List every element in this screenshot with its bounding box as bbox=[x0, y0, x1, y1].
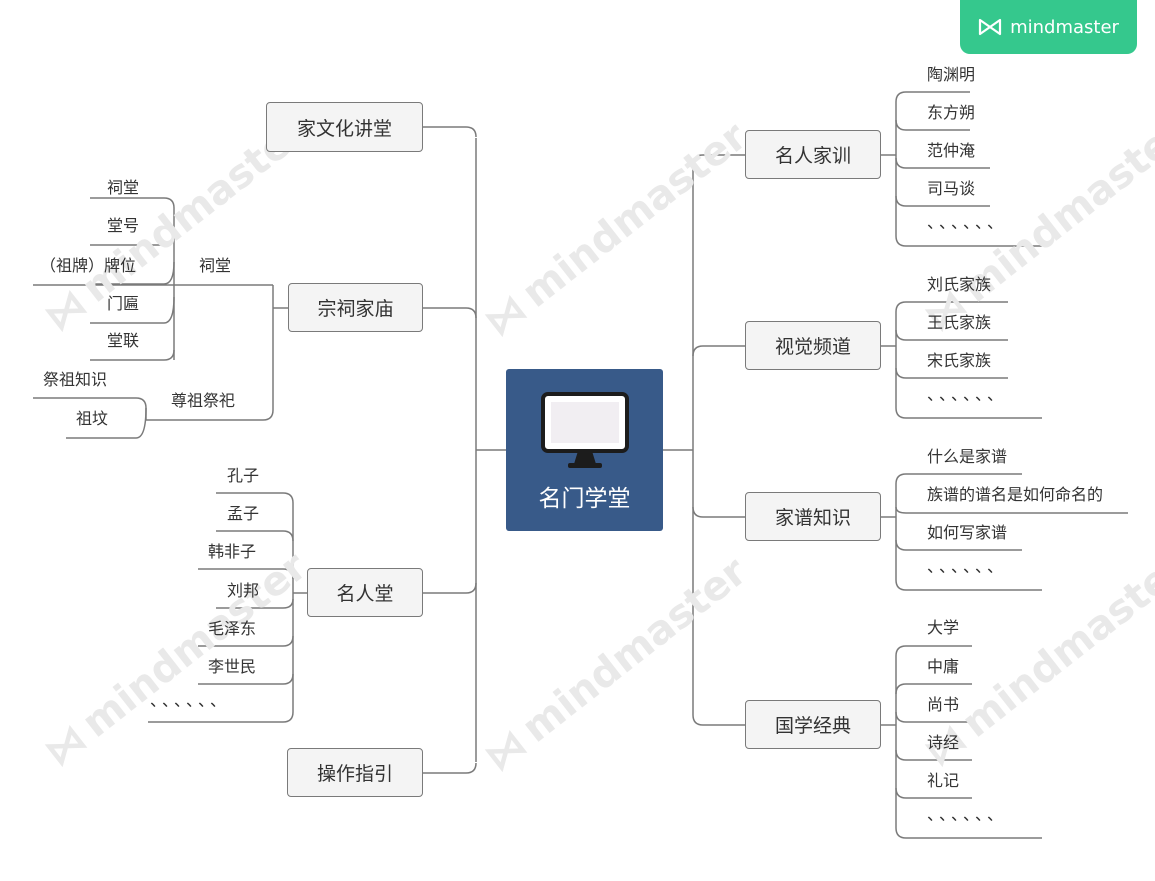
leaf-item[interactable]: 礼记 bbox=[927, 771, 960, 790]
leaf-item[interactable]: 、、、、、、 bbox=[150, 691, 231, 710]
leaf-item[interactable]: 孟子 bbox=[227, 504, 260, 523]
leaf-item[interactable]: 祠堂 bbox=[107, 178, 140, 197]
leaf-item[interactable]: 、、、、、、 bbox=[927, 385, 1008, 404]
leaf-item[interactable]: 刘氏家族 bbox=[927, 275, 992, 294]
leaf-item[interactable]: 中庸 bbox=[927, 657, 960, 676]
topic-hall-of-fame[interactable]: 名人堂 bbox=[307, 568, 423, 617]
central-topic[interactable]: 名门学堂 bbox=[506, 369, 663, 531]
leaf-item[interactable]: 、、、、、、 bbox=[927, 805, 1008, 824]
leaf-item[interactable]: 东方朔 bbox=[927, 103, 976, 122]
brand-label: mindmaster bbox=[1010, 16, 1119, 38]
mindmaster-logo-icon bbox=[978, 18, 1002, 36]
leaf-item[interactable]: 祭祖知识 bbox=[43, 370, 108, 389]
leaf-item[interactable]: 范仲淹 bbox=[927, 141, 976, 160]
leaf-item[interactable]: 王氏家族 bbox=[927, 313, 992, 332]
monitor-icon bbox=[541, 392, 629, 468]
topic-guide[interactable]: 操作指引 bbox=[287, 748, 423, 797]
leaf-item[interactable]: 堂号 bbox=[107, 216, 140, 235]
leaf-item[interactable]: 大学 bbox=[927, 618, 960, 637]
topic-genealogy-knowledge[interactable]: 家谱知识 bbox=[745, 492, 881, 541]
leaf-item[interactable]: 如何写家谱 bbox=[927, 523, 1008, 542]
leaf-item[interactable]: 韩非子 bbox=[208, 542, 257, 561]
subtopic-worship[interactable]: 尊祖祭祀 bbox=[171, 391, 236, 410]
leaf-item[interactable]: 孔子 bbox=[227, 466, 260, 485]
topic-family-mottos[interactable]: 名人家训 bbox=[745, 130, 881, 179]
leaf-item[interactable]: （祖牌）牌位 bbox=[40, 256, 137, 275]
leaf-item[interactable]: 李世民 bbox=[208, 657, 257, 676]
leaf-item[interactable]: 宋氏家族 bbox=[927, 351, 992, 370]
subtopic-ancestral-hall[interactable]: 祠堂 bbox=[199, 256, 232, 275]
central-topic-title: 名门学堂 bbox=[538, 486, 631, 512]
mindmaster-brand-badge[interactable]: mindmaster bbox=[960, 0, 1137, 54]
leaf-item[interactable]: 堂联 bbox=[107, 331, 140, 350]
leaf-item[interactable]: 尚书 bbox=[927, 695, 960, 714]
leaf-item[interactable]: 、、、、、、 bbox=[927, 557, 1008, 576]
leaf-item[interactable]: 什么是家谱 bbox=[927, 447, 1008, 466]
leaf-item[interactable]: 司马谈 bbox=[927, 179, 976, 198]
leaf-item[interactable]: 刘邦 bbox=[227, 581, 260, 600]
leaf-item[interactable]: 族谱的谱名是如何命名的 bbox=[927, 485, 1104, 504]
leaf-item[interactable]: 毛泽东 bbox=[208, 619, 257, 638]
topic-video-channel[interactable]: 视觉频道 bbox=[745, 321, 881, 370]
leaf-item[interactable]: 陶渊明 bbox=[927, 65, 976, 84]
leaf-item[interactable]: 祖坟 bbox=[76, 409, 109, 428]
leaf-item[interactable]: 门匾 bbox=[107, 294, 140, 313]
topic-chinese-classics[interactable]: 国学经典 bbox=[745, 700, 881, 749]
topic-ancestral-temple[interactable]: 宗祠家庙 bbox=[288, 283, 423, 332]
leaf-item[interactable]: 诗经 bbox=[927, 733, 960, 752]
leaf-item[interactable]: 、、、、、、 bbox=[927, 213, 1008, 232]
topic-lecture[interactable]: 家文化讲堂 bbox=[266, 102, 423, 152]
